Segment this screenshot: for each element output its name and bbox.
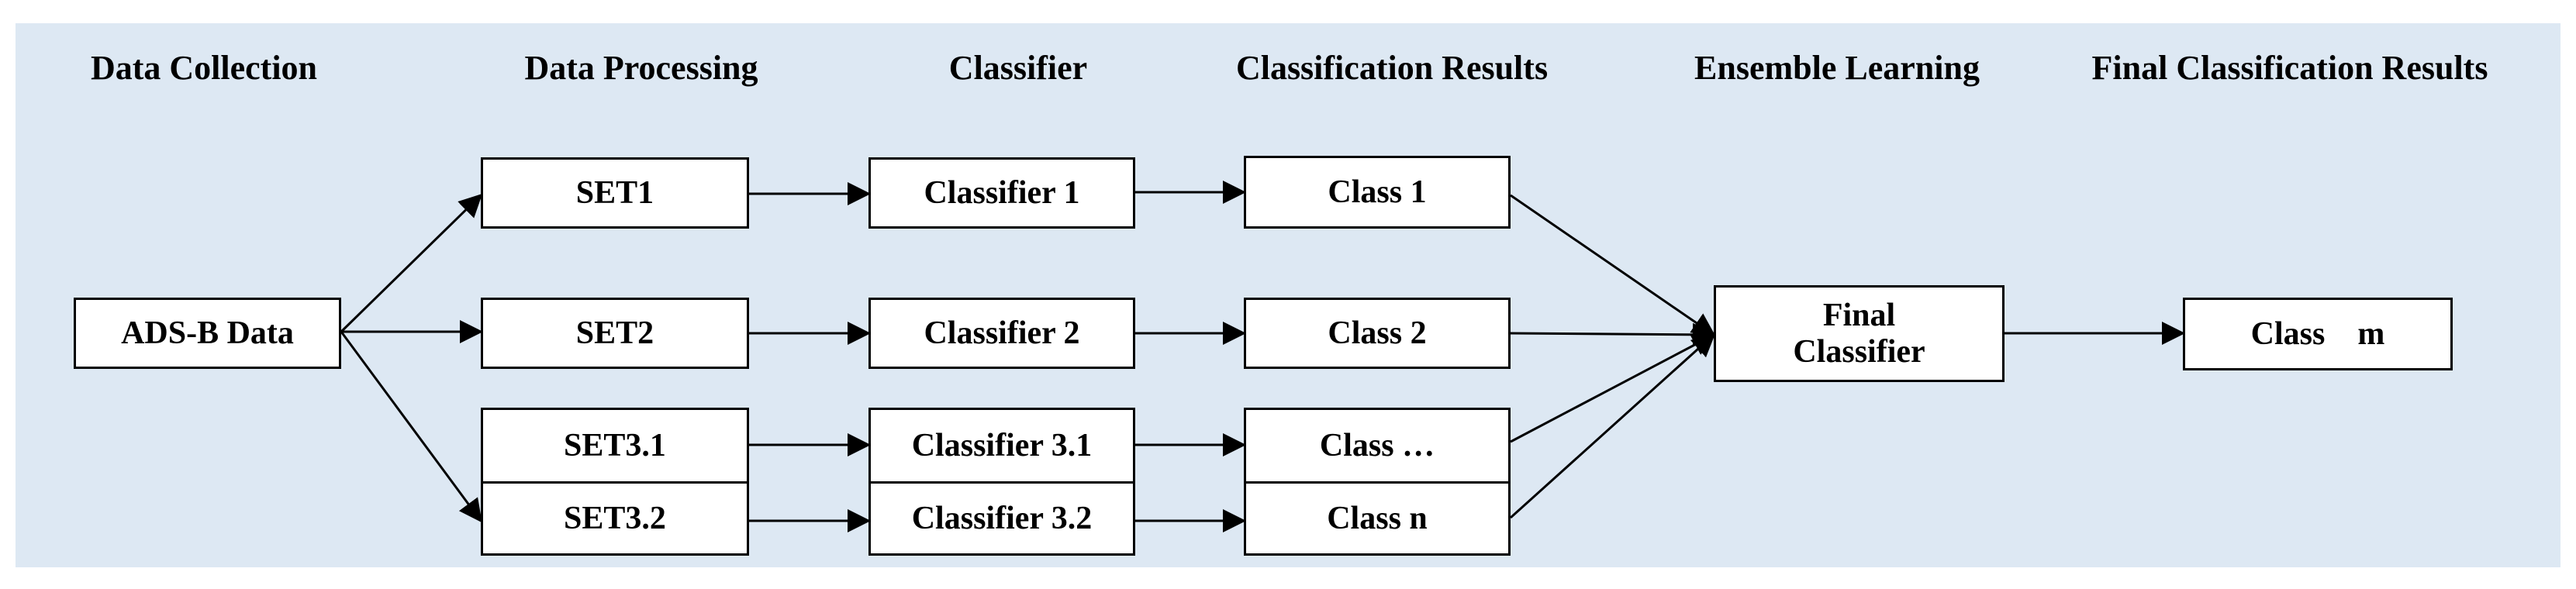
node-ads-b-data: ADS-B Data [74,298,341,369]
node-final-classifier: Final Classifier [1714,285,2005,382]
node-set1: SET1 [481,157,749,229]
header-data-collection: Data Collection [90,49,318,87]
node-set3-2: SET3.2 [481,481,749,556]
node-class-2: Class 2 [1244,298,1511,369]
header-ensemble-learning: Ensemble Learning [1694,49,1980,87]
node-class-ellipsis: Class … [1244,408,1511,484]
node-class-1: Class 1 [1244,156,1511,229]
arrow-class2-to-final [1510,322,1716,346]
node-class-n: Class n [1244,481,1511,556]
arrow-class-n-to-final [1509,332,1716,519]
node-classifier-3-1: Classifier 3.1 [868,408,1135,484]
header-classifier: Classifier [948,49,1088,87]
node-classifier-2: Classifier 2 [868,298,1135,369]
node-classifier-1: Classifier 1 [868,157,1135,229]
arrow-ads-b-to-set3-2 [340,331,482,523]
node-classifier-3-2: Classifier 3.2 [868,481,1135,556]
arrow-class1-to-final [1510,194,1716,336]
node-set3-1: SET3.1 [481,408,749,484]
node-class-m: Class m [2183,298,2453,370]
header-data-processing: Data Processing [524,49,758,87]
header-classification-results: Classification Results [1235,49,1549,87]
header-final-classification-results: Final Classification Results [2091,49,2488,87]
node-set2: SET2 [481,298,749,369]
arrow-ads-b-to-set1 [340,193,483,333]
arrow-class-ellipsis-to-final [1510,333,1716,443]
